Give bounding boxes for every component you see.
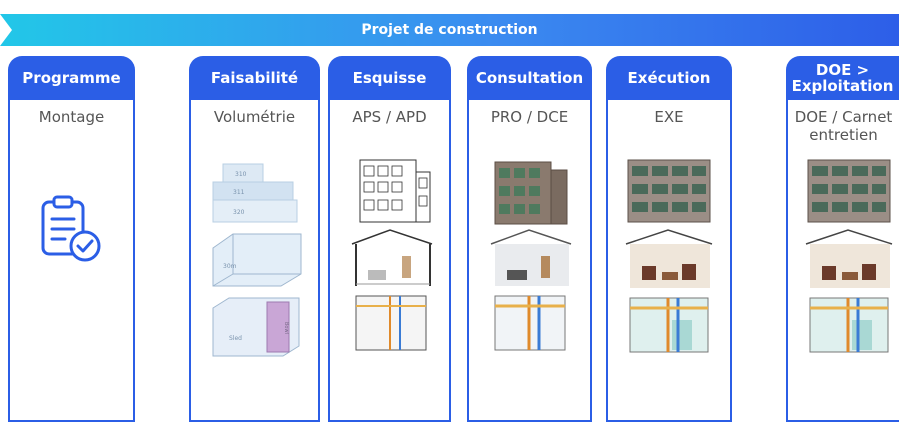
phase-subtitle: PRO / DCE xyxy=(490,108,569,126)
technical-photo-image xyxy=(622,294,716,356)
room-volume-image: 30m xyxy=(203,230,307,288)
phase-subtitle: Volumétrie xyxy=(213,108,296,126)
room-label: 30m xyxy=(223,263,237,270)
technical-render-image xyxy=(485,292,575,354)
phase-subtitle: APS / APD xyxy=(352,108,427,126)
project-banner: Projet de construction xyxy=(0,14,899,46)
technical-photo-image xyxy=(802,294,896,356)
phase-title: Faisabilité xyxy=(189,56,320,100)
space-volume-image: Sled Bowl xyxy=(203,294,307,358)
phase-consultation: Consultation PRO / DCE xyxy=(467,56,592,422)
room-photo-image xyxy=(802,228,896,290)
phase-esquisse: Esquisse APS / APD xyxy=(328,56,451,422)
side-label: Bowl xyxy=(283,322,289,334)
phase-subtitle: Montage xyxy=(38,108,105,126)
phase-title: Programme xyxy=(8,56,135,100)
room-render-image xyxy=(485,228,575,288)
project-title: Projet de construction xyxy=(361,22,538,38)
room-photo-image xyxy=(622,228,716,290)
building-render-image xyxy=(485,156,575,226)
volume-label: 311 xyxy=(233,189,245,196)
phase-title: Consultation xyxy=(467,56,592,100)
technical-sketch-image xyxy=(346,292,436,354)
phase-execution: Exécution EXE xyxy=(606,56,732,422)
space-label: Sled xyxy=(229,335,242,342)
phase-doe-exploitation: DOE > Exploitation DOE / Carnet entretie… xyxy=(786,56,899,422)
building-photo-image xyxy=(622,154,716,224)
clipboard-check-icon xyxy=(39,194,105,266)
phase-faisabilite: Faisabilité Volumétrie 310 311 320 30m S… xyxy=(189,56,320,422)
building-sketch-image xyxy=(346,156,436,224)
phase-title: Exécution xyxy=(606,56,732,100)
volume-label: 320 xyxy=(233,209,245,216)
room-sketch-image xyxy=(346,228,436,288)
phase-subtitle: DOE / Carnet entretien xyxy=(794,108,893,144)
building-photo-image xyxy=(802,154,896,224)
phase-title: Esquisse xyxy=(328,56,451,100)
phase-subtitle: EXE xyxy=(654,108,684,126)
phase-title: DOE > Exploitation xyxy=(786,56,899,100)
volumetric-blocks-image: 310 311 320 xyxy=(203,160,307,226)
phase-programme: Programme Montage xyxy=(8,56,135,422)
volume-label: 310 xyxy=(235,171,247,178)
